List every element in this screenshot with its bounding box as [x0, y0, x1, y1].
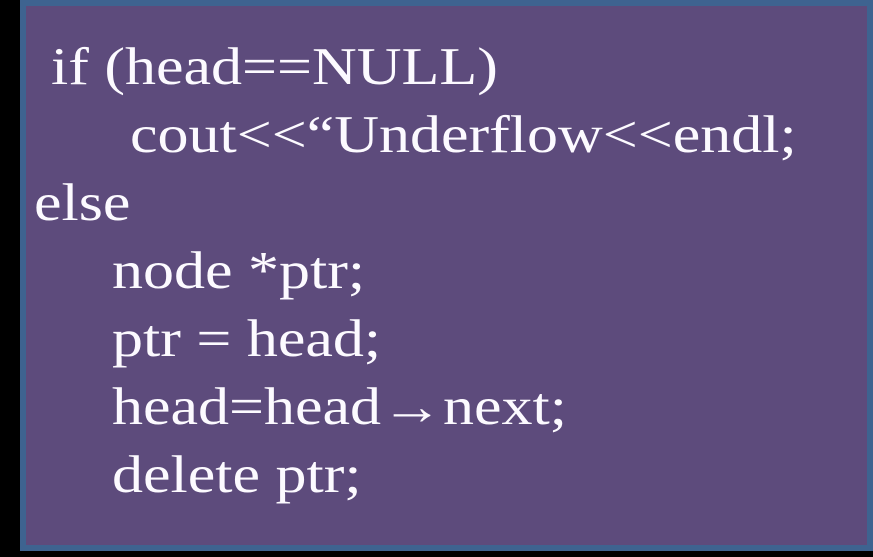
code-line: head=head→next; [112, 378, 568, 437]
code-line: if (head==NULL) [51, 38, 498, 97]
code-line: cout<<“Underflow<<endl; [130, 106, 797, 165]
code-line: node *ptr; [112, 242, 366, 301]
code-line: delete ptr; [112, 446, 362, 505]
slide-panel: if (head==NULL) cout<<“Underflow<<endl; el… [20, 0, 873, 551]
code-line: ptr = head; [112, 310, 382, 369]
code-block: if (head==NULL) cout<<“Underflow<<endl; el… [26, 6, 867, 509]
code-line: else [34, 174, 131, 233]
